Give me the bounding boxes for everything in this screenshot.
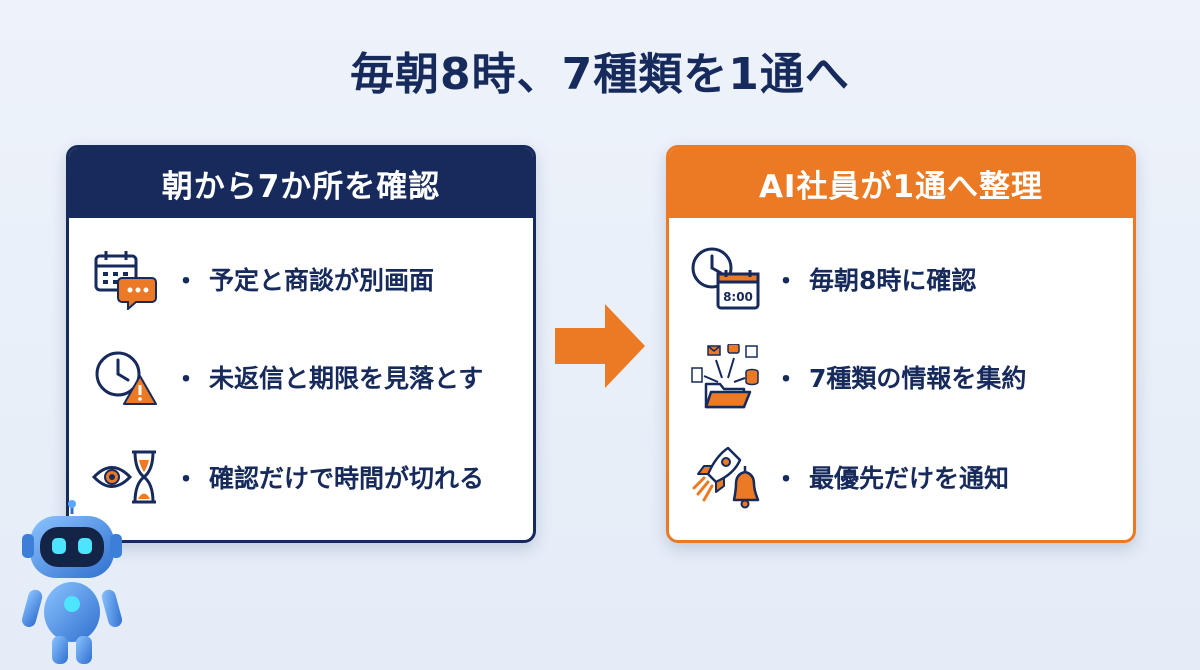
page-title: 毎朝8時、7種類を1通へ [350, 49, 850, 100]
before-card-header: 朝から7か所を確認 [69, 148, 533, 218]
after-item-3: ・ 最優先だけを通知 [689, 441, 1009, 513]
before-item-3: ・ 確認だけで時間が切れる [89, 441, 484, 513]
bullet: ・ [173, 266, 200, 297]
after-item-2: ・ 7種類の情報を集約 [689, 341, 1026, 413]
after-item-text: 最優先だけを通知 [809, 464, 1010, 493]
clock-calendar-icon: 8:00 [689, 243, 761, 315]
bullet: ・ [173, 464, 200, 495]
after-item-1: 8:00 ・ 毎朝8時に確認 [689, 243, 976, 315]
clock-time-text: 8:00 [723, 290, 753, 304]
robot-mascot [21, 500, 123, 664]
calendar-chat-icon [89, 243, 161, 315]
clock-warning-icon [89, 341, 161, 413]
bullet: ・ [773, 364, 800, 395]
after-item-text: 7種類の情報を集約 [809, 364, 1027, 393]
after-card-header: AI社員が1通へ整理 [669, 148, 1133, 218]
after-item-text: 毎朝8時に確認 [809, 266, 977, 295]
before-item-2: ・ 未返信と期限を見落とす [89, 341, 483, 413]
after-card: AI社員が1通へ整理 8:00 ・ 毎朝8時に確認 [666, 145, 1136, 543]
bullet: ・ [773, 266, 800, 297]
before-card: 朝から7か所を確認 ・ 予定と商談が別画面 [66, 145, 536, 543]
bullet: ・ [773, 464, 800, 495]
before-item-text: 未返信と期限を見落とす [209, 364, 484, 393]
bullet: ・ [173, 364, 200, 395]
files-to-folder-icon [689, 341, 761, 413]
rocket-bell-icon [689, 441, 761, 513]
before-item-1: ・ 予定と商談が別画面 [89, 243, 434, 315]
eye-hourglass-icon [89, 441, 161, 513]
right-arrow-icon [555, 304, 645, 388]
before-item-text: 確認だけで時間が切れる [209, 464, 485, 493]
before-item-text: 予定と商談が別画面 [209, 266, 435, 295]
